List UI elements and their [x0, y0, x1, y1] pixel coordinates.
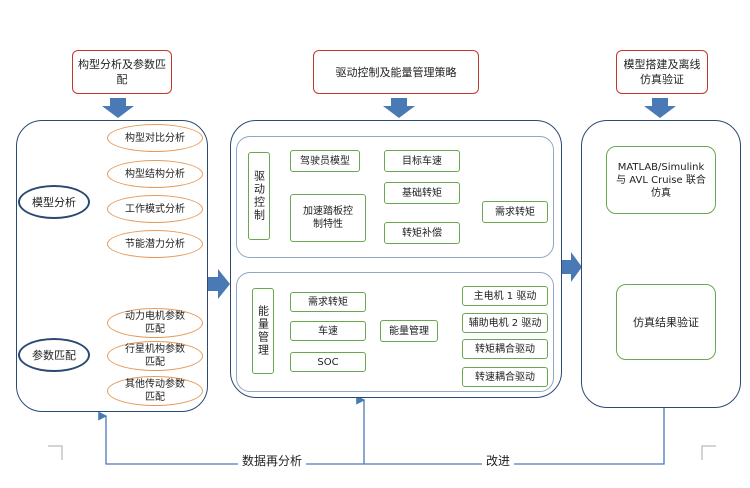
energy-mgmt-box: 能量管理	[380, 320, 438, 342]
em-speed-box: 车速	[290, 321, 366, 341]
data-reanalysis-label: 数据再分析	[238, 452, 307, 469]
config-structure-node: 构型结构分析	[107, 160, 203, 188]
aux-motor-label: 辅助电机 2 驱动	[468, 317, 542, 329]
torque-coupling-label: 转矩耦合驱动	[475, 343, 535, 355]
base-torque-box: 基础转矩	[384, 182, 460, 204]
em-soc-label: SOC	[317, 356, 339, 368]
speed-coupling-box: 转速耦合驱动	[462, 367, 548, 387]
planetary-param-node: 行星机构参数匹配	[107, 341, 203, 371]
model-analysis-label: 模型分析	[32, 196, 76, 209]
config-structure-label: 构型结构分析	[125, 168, 185, 180]
energy-mgmt-title: 能量管理	[252, 288, 274, 374]
right-arrow-2	[561, 252, 582, 282]
energy-mgmt-label: 能量管理	[389, 325, 429, 337]
base-torque-label: 基础转矩	[402, 187, 442, 199]
cosim-box: MATLAB/Simulink 与 AVL Cruise 联合仿真	[606, 146, 716, 214]
other-param-label: 其他传动参数匹配	[125, 379, 185, 403]
top-box-model-analysis-label: 构型分析及参数匹配	[78, 58, 166, 86]
energy-potential-label: 节能潜力分析	[125, 238, 185, 250]
other-param-node: 其他传动参数匹配	[107, 376, 203, 406]
result-verify-box: 仿真结果验证	[616, 284, 716, 360]
planetary-param-label: 行星机构参数匹配	[125, 344, 185, 368]
torque-comp-box: 转矩补偿	[384, 222, 460, 244]
speed-coupling-label: 转速耦合驱动	[475, 371, 535, 383]
torque-comp-label: 转矩补偿	[402, 227, 442, 239]
torque-coupling-box: 转矩耦合驱动	[462, 339, 548, 359]
target-speed-label: 目标车速	[402, 155, 442, 167]
demand-torque-box: 需求转矩	[482, 201, 548, 223]
work-mode-node: 工作模式分析	[107, 195, 203, 223]
config-compare-node: 构型对比分析	[107, 124, 203, 152]
work-mode-label: 工作模式分析	[125, 203, 185, 215]
em-speed-label: 车速	[318, 325, 338, 337]
aux-motor-box: 辅助电机 2 驱动	[462, 313, 548, 333]
feedback-lines	[98, 395, 665, 465]
driver-model-box: 驾驶员模型	[290, 150, 360, 172]
em-demand-torque-label: 需求转矩	[308, 296, 348, 308]
top-box-modeling: 模型搭建及离线仿真验证	[616, 50, 708, 94]
param-match-node: 参数匹配	[18, 338, 90, 372]
em-demand-torque-box: 需求转矩	[290, 292, 366, 312]
energy-mgmt-title-label: 能量管理	[256, 305, 270, 357]
down-arrow-2	[383, 98, 415, 118]
top-box-drive-strategy: 驱动控制及能量管理策略	[313, 50, 479, 94]
target-speed-box: 目标车速	[384, 150, 460, 172]
config-compare-label: 构型对比分析	[125, 132, 185, 144]
top-box-model-analysis: 构型分析及参数匹配	[72, 50, 172, 94]
motor-param-label: 动力电机参数匹配	[125, 311, 185, 335]
motor-param-node: 动力电机参数匹配	[107, 308, 203, 338]
driver-model-label: 驾驶员模型	[300, 155, 350, 167]
right-arrow-1	[208, 269, 230, 299]
pedal-control-label: 加速踏板控制特性	[303, 206, 353, 230]
main-motor-box: 主电机 1 驱动	[462, 286, 548, 306]
model-analysis-node: 模型分析	[18, 185, 90, 219]
pedal-control-box: 加速踏板控制特性	[290, 194, 366, 242]
result-verify-label: 仿真结果验证	[633, 315, 699, 329]
main-motor-label: 主电机 1 驱动	[473, 290, 537, 302]
demand-torque-label: 需求转矩	[495, 206, 535, 218]
cosim-label: MATLAB/Simulink 与 AVL Cruise 联合仿真	[616, 161, 706, 199]
energy-potential-node: 节能潜力分析	[107, 230, 203, 258]
top-box-drive-strategy-label: 驱动控制及能量管理策略	[335, 65, 457, 79]
improve-label: 改进	[482, 452, 515, 469]
drive-control-title-label: 驱动控制	[252, 170, 266, 222]
param-match-label: 参数匹配	[32, 349, 76, 362]
top-box-modeling-label: 模型搭建及离线仿真验证	[623, 58, 701, 86]
drive-control-title: 驱动控制	[248, 152, 270, 240]
em-soc-box: SOC	[290, 352, 366, 372]
down-arrow-3	[644, 98, 676, 118]
down-arrow-1	[102, 98, 134, 118]
